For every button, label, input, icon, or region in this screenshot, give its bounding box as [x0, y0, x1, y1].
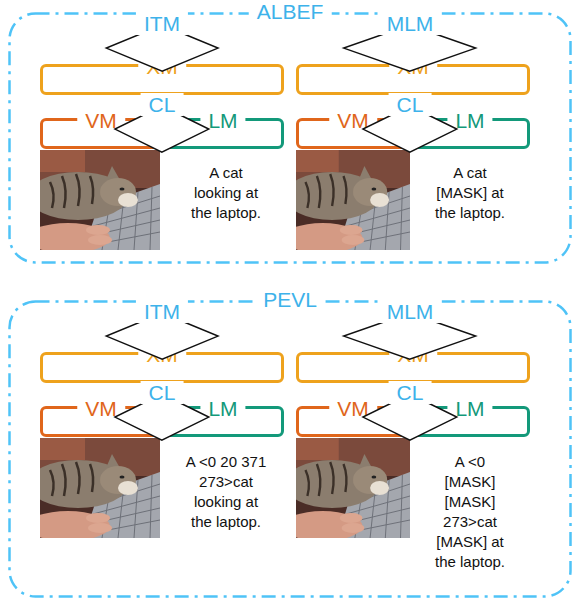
objective-diamond: MLM [341, 312, 478, 360]
objective-name: CL [389, 381, 432, 404]
cat-photo [283, 150, 410, 253]
objective-diamond: MLM [341, 24, 478, 72]
objective-name: CL [389, 93, 432, 116]
region-title: PEVL [255, 288, 325, 311]
cat-photo [283, 438, 410, 541]
objective-name: MLM [379, 12, 442, 35]
model-region: ALBEFITMMLMXMXMVMCLLMVMCLLM [8, 12, 572, 264]
caption-text: A <0 20 371 273>cat looking at the lapto… [184, 452, 268, 532]
objective-diamond: CL [361, 105, 459, 153]
caption-text: A <0 [MASK] [MASK] 273>cat [MASK] at the… [428, 452, 512, 572]
objective-diamond: CL [113, 393, 211, 441]
objective-diamond: CL [113, 105, 211, 153]
objective-name: CL [141, 381, 184, 404]
region-title: ALBEF [249, 0, 332, 23]
objective-name: ITM [136, 12, 188, 35]
dashed-outline [10, 14, 571, 263]
caption-text: A cat [MASK] at the laptop. [428, 163, 512, 223]
objective-diamond: ITM [104, 312, 220, 360]
objective-diamond: CL [361, 393, 459, 441]
caption-text: A cat looking at the laptop. [184, 163, 268, 223]
dashed-outline [10, 302, 571, 597]
objective-diamond: ITM [104, 24, 220, 72]
objective-name: ITM [136, 300, 188, 323]
objective-name: MLM [379, 300, 442, 323]
cat-photo [26, 438, 160, 541]
objective-name: CL [141, 93, 184, 116]
cat-photo [26, 150, 160, 253]
